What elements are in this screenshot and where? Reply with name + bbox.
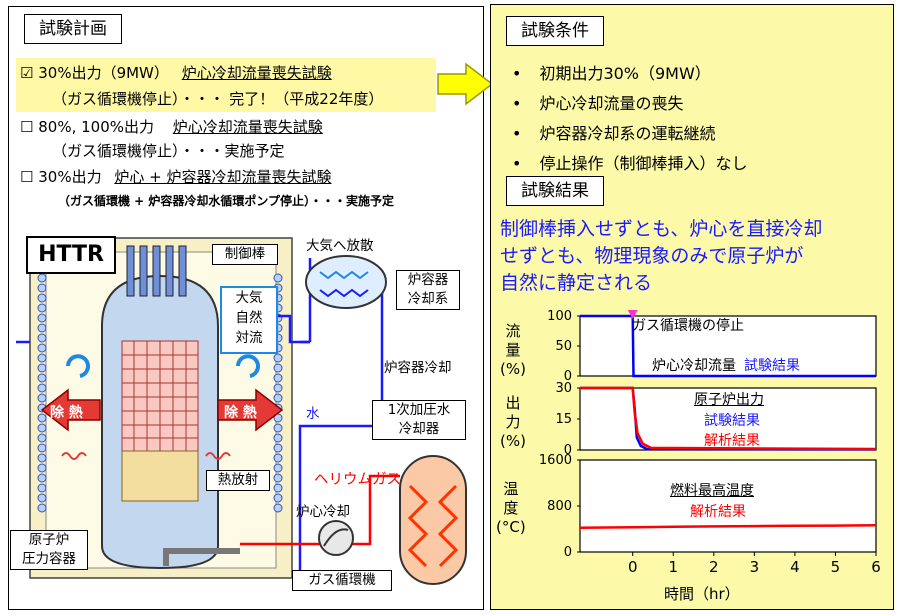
primary-cooler-label: 1次加圧水 冷却器 [372, 400, 466, 440]
event-marker-icon [627, 310, 638, 319]
heat-removal-right-label: 除 熱 [224, 405, 257, 421]
plan-item-3-detail: （ガス循環機 + 炉容器冷却水循環ポンプ停止）・・・実施予定 [58, 194, 395, 208]
x-tick-label: 5 [831, 558, 841, 576]
x-axis-label: 時間（hr） [664, 585, 740, 603]
gas-circulator-stop-annotation: ガス循環機の停止 [632, 318, 744, 334]
temp-inner-title: 燃料最高温度 [670, 483, 754, 499]
condition-item: •初期出力30%（9MW） [512, 64, 711, 83]
control-rod-label: 制御棒 [212, 244, 278, 265]
x-tick-label: 3 [750, 558, 760, 576]
y-tick-label: 0 [564, 443, 572, 458]
completed-highlight [16, 58, 436, 112]
power-inner-title: 原子炉出力 [694, 392, 764, 408]
vessel-cooling-system-label: 炉容器 冷却系 [396, 270, 460, 310]
temp-series-label: 解析結果 [690, 504, 746, 520]
heat-removal-left-label: 除 熱 [50, 405, 83, 421]
condition-item: •炉心冷却流量の喪失 [512, 94, 684, 113]
checkbox-icon: ☐ [20, 168, 34, 186]
chart-frame [579, 387, 877, 451]
condition-item: •炉容器冷却系の運転継続 [512, 124, 716, 143]
x-tick-label: 0 [628, 558, 638, 576]
x-tick-label: 6 [871, 558, 881, 576]
series-line [579, 524, 877, 530]
results-title: 試験結果 [506, 176, 604, 206]
pressure-vessel-label: 原子炉 圧力容器 [10, 530, 88, 570]
gas-circulator-label: ガス循環機 [292, 570, 392, 591]
plan-item-1: ☑ 30%出力（9MW） 炉心冷却流量喪失試験 [20, 64, 332, 82]
series-line [580, 314, 876, 378]
temp-ylabel: 温度(°C) [496, 480, 526, 536]
water-label: 水 [306, 406, 320, 422]
helium-gas-label: ヘリウムガス [314, 472, 401, 488]
natural-convection-label: 大気 自然 対流 [220, 286, 278, 354]
y-tick-label: 30 [555, 381, 572, 396]
checkbox-icon: ☐ [20, 118, 34, 136]
y-tick-label: 0 [564, 369, 572, 384]
y-tick-label: 800 [547, 499, 572, 514]
core-cooling-label: 炉心冷却 [296, 504, 350, 520]
series-line [580, 386, 877, 451]
plan-item-2-detail: （ガス循環機停止）・・・実施予定 [52, 142, 285, 160]
condition-item: •停止操作（制御棒挿入）なし [512, 154, 748, 173]
y-tick-label: 0 [564, 545, 572, 560]
y-tick-label: 15 [555, 412, 572, 427]
results-text: 制御棒挿入せずとも、炉心を直接冷却 せずとも、物理現象のみで原子炉が 自然に静定… [500, 218, 823, 294]
yellow-arrow-icon [437, 62, 494, 106]
y-tick-label: 1600 [539, 453, 572, 468]
plan-item-2: ☐ 80%, 100%出力 炉心冷却流量喪失試験 [20, 118, 323, 136]
flow-ylabel: 流量(%) [500, 322, 526, 378]
y-tick-label: 50 [555, 339, 572, 354]
x-tick-label: 1 [668, 558, 678, 576]
httr-title: HTTR [26, 236, 116, 274]
plan-item-1-detail: （ガス循環機停止）・・・ 完了！（平成22年度） [52, 90, 384, 108]
flow-inner-label: 炉心冷却流量試験結果 [652, 358, 800, 374]
conditions-title: 試験条件 [506, 16, 604, 46]
checked-icon: ☑ [20, 64, 34, 82]
heat-radiation-label: 熱放射 [206, 470, 270, 491]
y-tick-label: 100 [547, 309, 572, 324]
power-series-label-analysis: 解析結果 [704, 433, 760, 449]
vessel-cooling-label: 炉容器冷却 [384, 360, 452, 376]
atmosphere-release-label: 大気へ放散 [306, 238, 374, 254]
x-tick-label: 2 [709, 558, 719, 576]
plan-item-3: ☐ 30%出力 炉心 + 炉容器冷却流量喪失試験 [20, 168, 332, 186]
x-tick-label: 4 [790, 558, 800, 576]
power-ylabel: 出力(%) [500, 394, 526, 450]
plan-title: 試験計画 [24, 14, 122, 44]
power-series-label-test: 試験結果 [704, 413, 760, 429]
